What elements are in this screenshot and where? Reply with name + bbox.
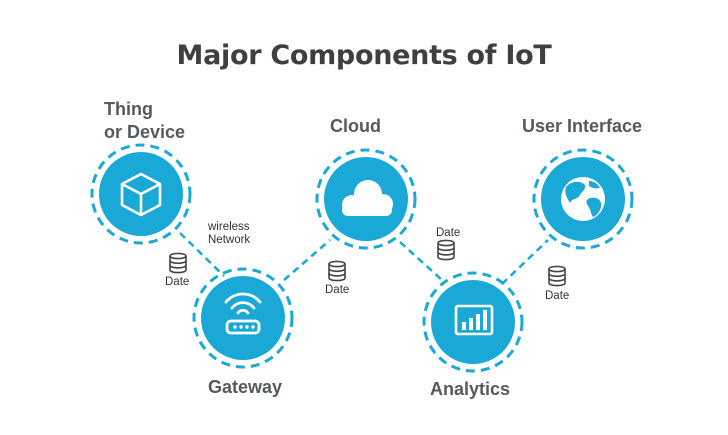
data-label-thing-gateway: Date	[165, 276, 190, 288]
connector-analytics-ui	[501, 239, 549, 285]
thing-node-ring	[90, 143, 192, 245]
connector-cloud-analytics	[399, 241, 443, 281]
bar-chart-icon	[454, 304, 494, 336]
analytics-node	[422, 271, 524, 373]
diagram-title: Major Components of IoT	[176, 40, 552, 71]
connector-lines	[179, 232, 549, 285]
data-label-gateway-cloud: Date	[325, 284, 350, 296]
gateway-label: Gateway	[208, 377, 283, 397]
data-label-cloud-analytics: Date	[436, 227, 461, 239]
thing-node	[90, 143, 192, 245]
database-icon-thing-gateway	[169, 252, 187, 274]
thing-label: Thing or Device	[104, 98, 185, 144]
cloud-icon	[342, 180, 393, 216]
data-label-analytics-ui: Date	[545, 290, 570, 302]
wifi-router-icon	[224, 292, 262, 335]
connector-thing-gateway	[179, 232, 225, 277]
gateway-node-disc	[201, 276, 285, 360]
database-icon-analytics-ui	[548, 265, 566, 287]
analytics-node-ring	[422, 271, 524, 373]
user-interface-node	[532, 148, 634, 250]
gateway-node	[192, 267, 294, 369]
thing-label-line1: Thing	[104, 99, 153, 119]
globe-icon	[561, 177, 605, 221]
database-icon-cloud-analytics	[437, 239, 455, 261]
cloud-label: Cloud	[330, 116, 381, 136]
wireless-network-line1: wireless	[208, 221, 250, 233]
cloud-node	[315, 148, 417, 250]
cloud-node-ring	[315, 148, 417, 250]
connector-gateway-cloud	[283, 239, 331, 281]
user-interface-node-ring	[532, 148, 634, 250]
wireless-network-label: wireless Network	[208, 221, 250, 247]
gateway-node-ring	[192, 267, 294, 369]
thing-label-line2: or Device	[104, 122, 186, 142]
cube-icon	[120, 172, 162, 217]
user-interface-label: User Interface	[522, 116, 643, 136]
analytics-label: Analytics	[430, 379, 511, 399]
database-icon-gateway-cloud	[328, 260, 346, 282]
wireless-network-line2: Network	[208, 234, 251, 246]
